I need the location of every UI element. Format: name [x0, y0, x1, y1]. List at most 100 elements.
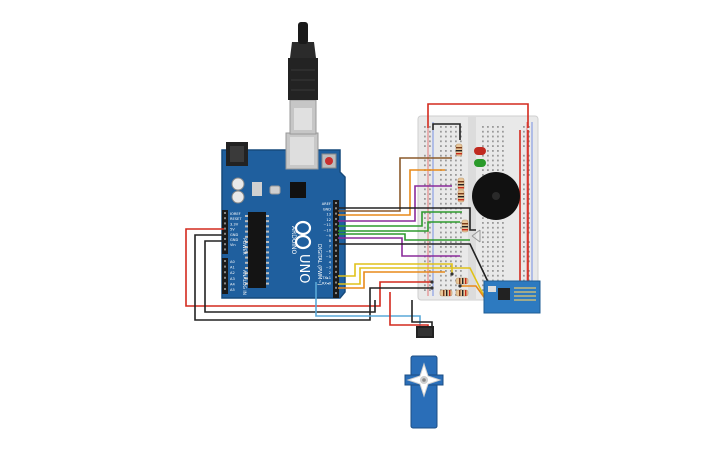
rail-hole: [424, 231, 426, 234]
bb-hole: [455, 231, 457, 234]
analog-label: ANALOG IN: [241, 270, 247, 295]
bb-hole: [445, 178, 447, 181]
rail-hole: [429, 135, 431, 138]
led-red: [474, 147, 486, 155]
analog-pin[interactable]: [224, 282, 226, 285]
bb-hole: [497, 150, 499, 152]
wire-orange: [338, 169, 445, 216]
bb-hole: [497, 126, 499, 128]
digital-pin[interactable]: [335, 217, 337, 220]
pin-label: 8: [329, 239, 332, 243]
rail-hole: [523, 222, 525, 224]
chip-leg: [266, 282, 269, 285]
digital-pin[interactable]: [335, 281, 337, 284]
bb-hole: [460, 212, 462, 215]
power-pin[interactable]: [224, 238, 226, 240]
analog-pin[interactable]: [224, 271, 226, 274]
bb-hole: [487, 246, 489, 248]
capacitor: [231, 190, 245, 204]
digital-pin[interactable]: [335, 233, 337, 236]
power-pin[interactable]: [224, 217, 226, 220]
power-pin[interactable]: [224, 243, 226, 246]
digital-pin[interactable]: [335, 286, 337, 289]
bb-hole: [440, 231, 442, 234]
rail-hole: [528, 164, 530, 167]
bb-hole: [487, 231, 489, 234]
digital-pin[interactable]: [335, 244, 337, 247]
bb-hole: [455, 246, 457, 248]
analog-pin[interactable]: [224, 288, 226, 290]
chip-leg: [266, 277, 269, 280]
power-pin[interactable]: [224, 212, 226, 214]
digital-pin[interactable]: [335, 292, 337, 295]
bb-hole: [502, 222, 504, 224]
power-pin[interactable]: [224, 248, 226, 251]
rail-hole: [429, 140, 431, 143]
analog-pin[interactable]: [224, 260, 226, 262]
bb-hole: [450, 270, 452, 272]
bb-hole: [487, 130, 489, 133]
pin-label: ~9: [326, 234, 332, 238]
bb-hole: [482, 231, 484, 234]
digital-pin[interactable]: [335, 223, 337, 226]
bb-hole: [455, 250, 457, 253]
digital-pin[interactable]: [335, 276, 337, 279]
reset-button-icon[interactable]: [321, 153, 337, 169]
bb-hole: [440, 236, 442, 239]
rail-hole: [523, 231, 525, 234]
rail-hole: [523, 130, 525, 133]
rail-hole: [523, 250, 525, 253]
switch-component: [471, 229, 481, 243]
digital-pin[interactable]: [335, 202, 337, 204]
digital-pin[interactable]: [335, 249, 337, 252]
rail-hole: [528, 217, 530, 219]
bb-hole: [455, 226, 457, 229]
bb-hole: [440, 217, 442, 219]
digital-pin[interactable]: [335, 239, 337, 242]
piezo-buzzer-icon: [472, 172, 520, 220]
bb-hole: [440, 279, 442, 282]
bb-hole: [492, 274, 494, 277]
digital-pin[interactable]: [335, 265, 337, 268]
rail-hole: [424, 140, 426, 143]
bb-hole: [460, 169, 462, 171]
bb-hole: [445, 236, 447, 239]
crystal: [269, 185, 281, 195]
analog-pin[interactable]: [224, 276, 226, 279]
bb-hole: [497, 274, 499, 277]
bb-hole: [487, 260, 489, 263]
digital-pin[interactable]: [335, 255, 337, 257]
power-pin[interactable]: [224, 227, 226, 230]
digital-pin[interactable]: [335, 260, 337, 263]
digital-pin[interactable]: [335, 207, 337, 210]
chip-leg: [245, 272, 248, 275]
rail-hole: [523, 135, 525, 138]
bb-hole: [482, 174, 484, 176]
bb-hole: [440, 284, 442, 287]
bb-hole: [502, 246, 504, 248]
chip-leg: [266, 267, 269, 269]
bb-hole: [450, 198, 452, 200]
bb-hole: [440, 178, 442, 181]
bb-hole: [487, 250, 489, 253]
pin-label: 7: [329, 244, 331, 248]
bb-hole: [455, 222, 457, 224]
digital-pin[interactable]: [335, 212, 337, 215]
bb-hole: [482, 135, 484, 138]
bb-hole: [440, 198, 442, 200]
bb-hole: [482, 222, 484, 224]
analog-pin[interactable]: [224, 265, 226, 268]
rail-hole: [528, 193, 530, 195]
rail-hole: [528, 255, 530, 258]
wire-black: [432, 123, 461, 140]
bb-hole: [497, 145, 499, 147]
rail-hole: [424, 193, 426, 195]
power-pin[interactable]: [224, 222, 226, 225]
power-pin[interactable]: [224, 232, 226, 235]
bb-hole: [492, 250, 494, 253]
bb-hole: [487, 140, 489, 143]
digital-pin[interactable]: [335, 228, 337, 231]
digital-pin[interactable]: [335, 270, 337, 273]
bb-hole: [487, 241, 489, 243]
